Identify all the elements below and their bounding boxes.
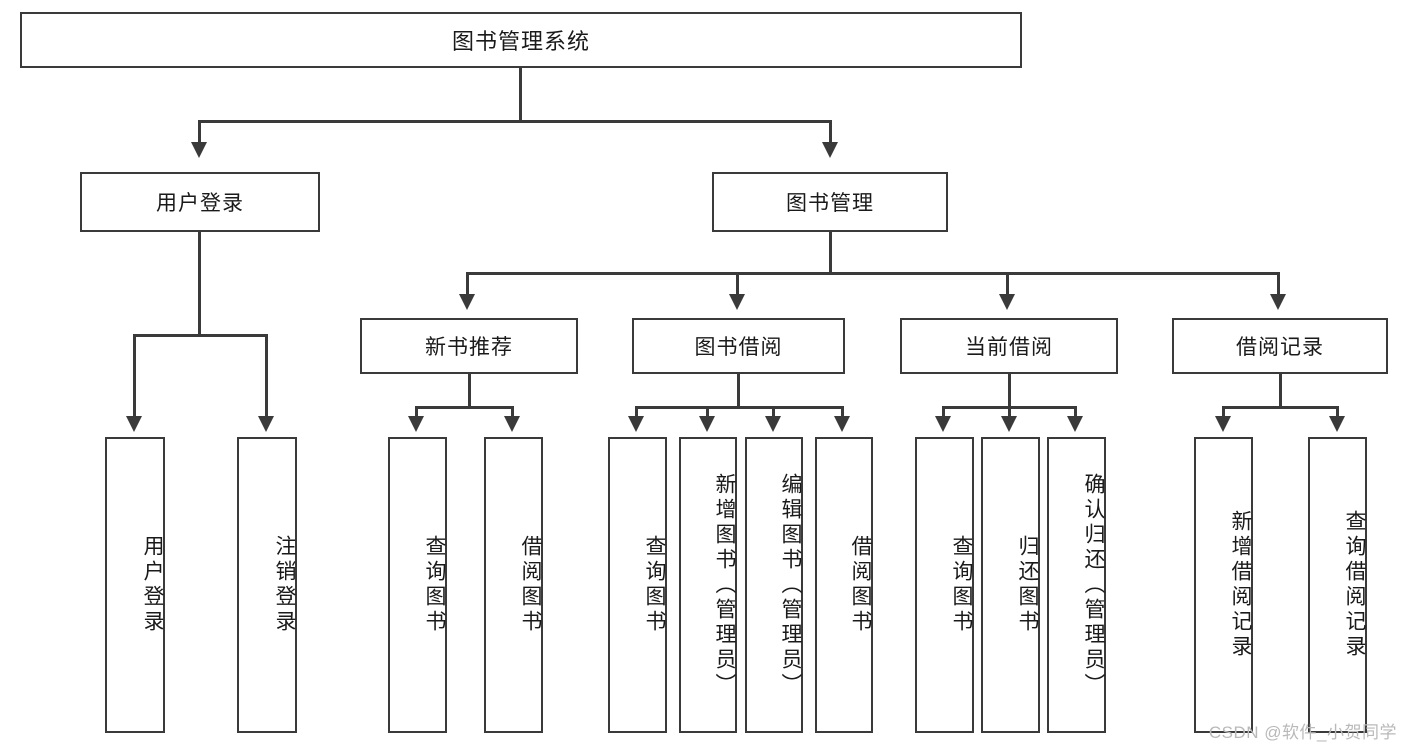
connector-newbook-bar: [415, 406, 514, 409]
node-label: 新增借阅记录: [1229, 510, 1252, 660]
arrow-login-leaf-2: [258, 416, 274, 432]
node-label: 查询图书: [950, 535, 973, 635]
leaf-record-query-record[interactable]: 查询借阅记录: [1308, 437, 1367, 733]
arrow-borrow-leaf-3: [765, 416, 781, 432]
node-label: 确认归还（管理员）: [1082, 472, 1105, 698]
connector-borrow-branch-3: [772, 406, 775, 418]
leaf-current-return-book[interactable]: 归还图书: [981, 437, 1040, 733]
connector-bookmgmt-branch-2: [736, 272, 739, 296]
arrow-borrow-leaf-1: [628, 416, 644, 432]
arrow-record-leaf-2: [1329, 416, 1345, 432]
node-root-system[interactable]: 图书管理系统: [20, 12, 1022, 68]
arrow-borrow-leaf-4: [834, 416, 850, 432]
node-book-management[interactable]: 图书管理: [712, 172, 948, 232]
connector-borrow-branch-4: [841, 406, 844, 418]
connector-root-stem: [519, 68, 522, 120]
leaf-logout[interactable]: 注销登录: [237, 437, 297, 733]
leaf-newbook-query-book[interactable]: 查询图书: [388, 437, 447, 733]
leaf-current-query-book[interactable]: 查询图书: [915, 437, 974, 733]
connector-newbook-branch-1: [415, 406, 418, 418]
connector-login-bar: [133, 334, 268, 337]
connector-current-branch-2: [1008, 406, 1011, 418]
arrow-bookmgmt-to-current: [999, 294, 1015, 310]
node-label: 新增图书（管理员）: [713, 472, 736, 698]
connector-bookmgmt-branch-4: [1277, 272, 1280, 296]
node-book-borrow[interactable]: 图书借阅: [632, 318, 845, 374]
node-label: 借阅图书: [849, 535, 872, 635]
arrow-current-leaf-3: [1067, 416, 1083, 432]
leaf-borrow-borrow-book[interactable]: 借阅图书: [815, 437, 873, 733]
arrow-bookmgmt-to-record: [1270, 294, 1286, 310]
node-label: 归还图书: [1016, 535, 1039, 635]
connector-bookmgmt-branch-3: [1006, 272, 1009, 296]
node-label: 查询图书: [643, 535, 666, 635]
arrow-root-to-login: [191, 142, 207, 158]
arrow-newbook-leaf-2: [504, 416, 520, 432]
connector-record-stem: [1279, 374, 1282, 408]
arrow-current-leaf-2: [1001, 416, 1017, 432]
node-label: 查询借阅记录: [1343, 510, 1366, 660]
connector-bookmgmt-bar: [466, 272, 1280, 275]
node-label: 用户登录: [141, 535, 164, 635]
node-new-book-recommend[interactable]: 新书推荐: [360, 318, 578, 374]
arrow-current-leaf-1: [935, 416, 951, 432]
node-label: 当前借阅: [965, 336, 1053, 359]
leaf-borrow-edit-book[interactable]: 编辑图书（管理员）: [745, 437, 803, 733]
node-user-login[interactable]: 用户登录: [80, 172, 320, 232]
leaf-borrow-add-book[interactable]: 新增图书（管理员）: [679, 437, 737, 733]
connector-current-stem: [1008, 374, 1011, 408]
node-label: 注销登录: [273, 535, 296, 635]
arrow-login-leaf-1: [126, 416, 142, 432]
connector-current-branch-3: [1074, 406, 1077, 418]
node-label: 图书借阅: [694, 336, 783, 359]
arrow-bookmgmt-to-new-book: [459, 294, 475, 310]
leaf-newbook-borrow-book[interactable]: 借阅图书: [484, 437, 543, 733]
connector-login-branch-1: [133, 334, 136, 418]
arrow-newbook-leaf-1: [408, 416, 424, 432]
node-current-borrow[interactable]: 当前借阅: [900, 318, 1118, 374]
node-label: 新书推荐: [425, 336, 513, 359]
connector-newbook-stem: [468, 374, 471, 408]
node-label: 图书管理: [786, 192, 874, 215]
connector-record-branch-1: [1222, 406, 1225, 418]
connector-bookmgmt-branch-1: [466, 272, 469, 296]
arrow-bookmgmt-to-borrow: [729, 294, 745, 310]
connector-login-branch-2: [265, 334, 268, 418]
connector-root-to-bookmgmt: [829, 120, 832, 144]
node-label: 借阅记录: [1236, 336, 1324, 359]
csdn-watermark: CSDN @软件_小贺同学: [1208, 723, 1397, 742]
arrow-root-to-bookmgmt: [822, 142, 838, 158]
connector-borrow-branch-1: [635, 406, 638, 418]
connector-login-stem: [198, 232, 201, 334]
arrow-record-leaf-1: [1215, 416, 1231, 432]
connector-borrow-bar: [635, 406, 843, 409]
leaf-current-confirm-return[interactable]: 确认归还（管理员）: [1047, 437, 1106, 733]
connector-borrow-stem: [737, 374, 740, 408]
connector-root-bar: [198, 120, 832, 123]
leaf-borrow-query-book[interactable]: 查询图书: [608, 437, 667, 733]
node-label: 借阅图书: [519, 535, 542, 635]
connector-record-bar: [1222, 406, 1339, 409]
connector-root-to-login: [198, 120, 201, 144]
connector-borrow-branch-2: [706, 406, 709, 418]
arrow-borrow-leaf-2: [699, 416, 715, 432]
node-label: 图书管理系统: [451, 29, 590, 54]
connector-newbook-branch-2: [511, 406, 514, 418]
connector-current-branch-1: [942, 406, 945, 418]
node-label: 编辑图书（管理员）: [779, 472, 802, 698]
leaf-user-login[interactable]: 用户登录: [105, 437, 165, 733]
node-borrow-record[interactable]: 借阅记录: [1172, 318, 1388, 374]
node-label: 用户登录: [156, 192, 244, 215]
connector-bookmgmt-stem: [829, 232, 832, 274]
node-label: 查询图书: [423, 535, 446, 635]
connector-record-branch-2: [1336, 406, 1339, 418]
leaf-record-add-record[interactable]: 新增借阅记录: [1194, 437, 1253, 733]
